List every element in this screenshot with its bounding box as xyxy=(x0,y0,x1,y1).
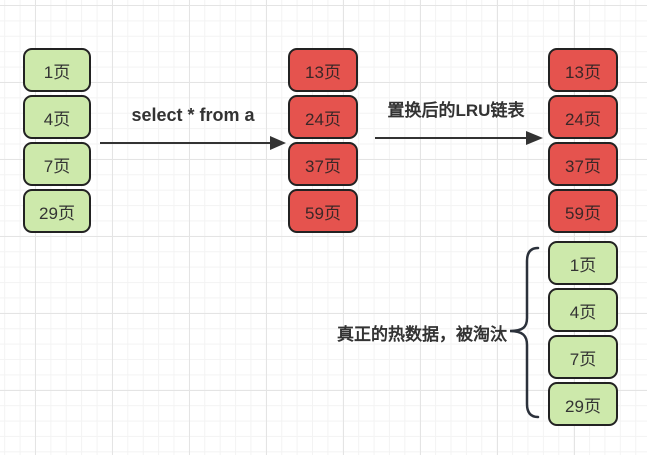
page-node: 4页 xyxy=(23,95,91,139)
page-node: 29页 xyxy=(548,382,618,426)
page-node: 13页 xyxy=(548,48,618,92)
page-node: 24页 xyxy=(548,95,618,139)
lru-arrow xyxy=(375,131,543,145)
page-node: 59页 xyxy=(288,189,358,233)
list-original: 1页 4页 7页 29页 xyxy=(23,48,91,233)
page-node: 29页 xyxy=(23,189,91,233)
page-node: 13页 xyxy=(288,48,358,92)
hot-data-annotation: 真正的热数据，被淘汰 xyxy=(337,325,507,344)
page-node: 37页 xyxy=(288,142,358,186)
select-arrow-label: select * from a xyxy=(131,105,255,125)
page-node: 24页 xyxy=(288,95,358,139)
lru-arrow-label: 置换后的LRU链表 xyxy=(387,101,525,120)
list-after-select: 13页 24页 37页 59页 xyxy=(288,48,358,233)
page-node: 7页 xyxy=(548,335,618,379)
page-node: 37页 xyxy=(548,142,618,186)
page-node: 1页 xyxy=(548,241,618,285)
select-arrow xyxy=(100,136,286,150)
page-node: 1页 xyxy=(23,48,91,92)
hot-pages-brace xyxy=(509,246,540,419)
page-node: 59页 xyxy=(548,189,618,233)
page-node: 4页 xyxy=(548,288,618,332)
page-node: 7页 xyxy=(23,142,91,186)
list-final: 13页 24页 37页 59页 1页 4页 7页 29页 xyxy=(548,48,618,426)
